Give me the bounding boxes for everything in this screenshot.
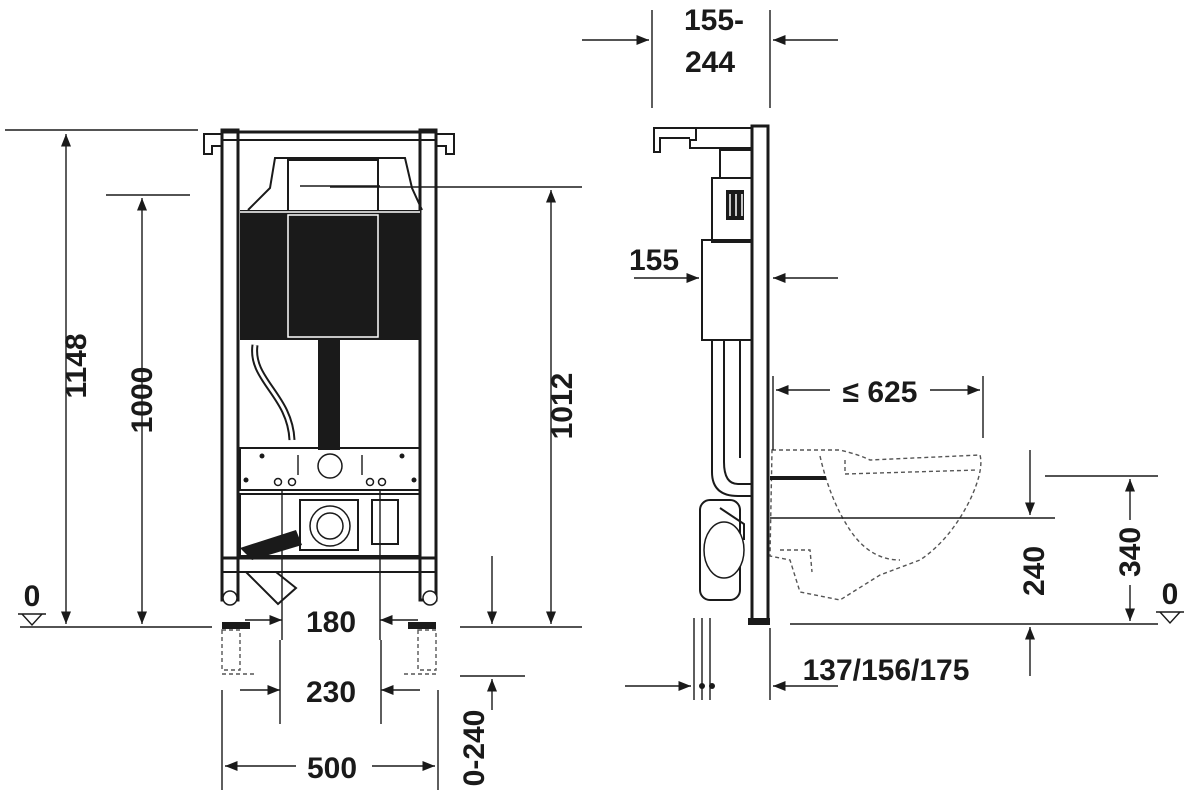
dim-frame-height: 1000 <box>126 367 159 434</box>
floor-level-left: 0 <box>24 580 41 613</box>
dim-frame-width: 500 <box>307 752 357 785</box>
dim-overall-height: 1148 <box>60 333 93 398</box>
dim-actuator-height: 1012 <box>546 373 579 440</box>
dim-cistern-depth: 155 <box>629 244 679 277</box>
dim-bolt-spacing-outer: 230 <box>306 676 356 709</box>
front-dimensions <box>5 129 582 790</box>
side-dimensions <box>582 10 1184 700</box>
dim-depth-top-2: 244 <box>685 46 735 79</box>
dim-connector-height: 240 <box>1018 546 1051 596</box>
dim-offsets: 137/156/175 <box>803 654 970 687</box>
dim-depth-top: 155- <box>684 4 744 37</box>
side-view <box>653 124 982 625</box>
dim-foot-adjust: 0-240 <box>458 710 491 787</box>
dim-seat-height: 340 <box>1114 527 1147 577</box>
dim-projection: ≤ 625 <box>843 376 918 409</box>
dim-bolt-spacing-inner: 180 <box>306 606 356 639</box>
front-view <box>203 128 455 675</box>
floor-level-right: 0 <box>1162 578 1179 611</box>
dimension-labels: 1148 1000 1012 180 230 500 0-240 155- 24… <box>24 4 1179 786</box>
